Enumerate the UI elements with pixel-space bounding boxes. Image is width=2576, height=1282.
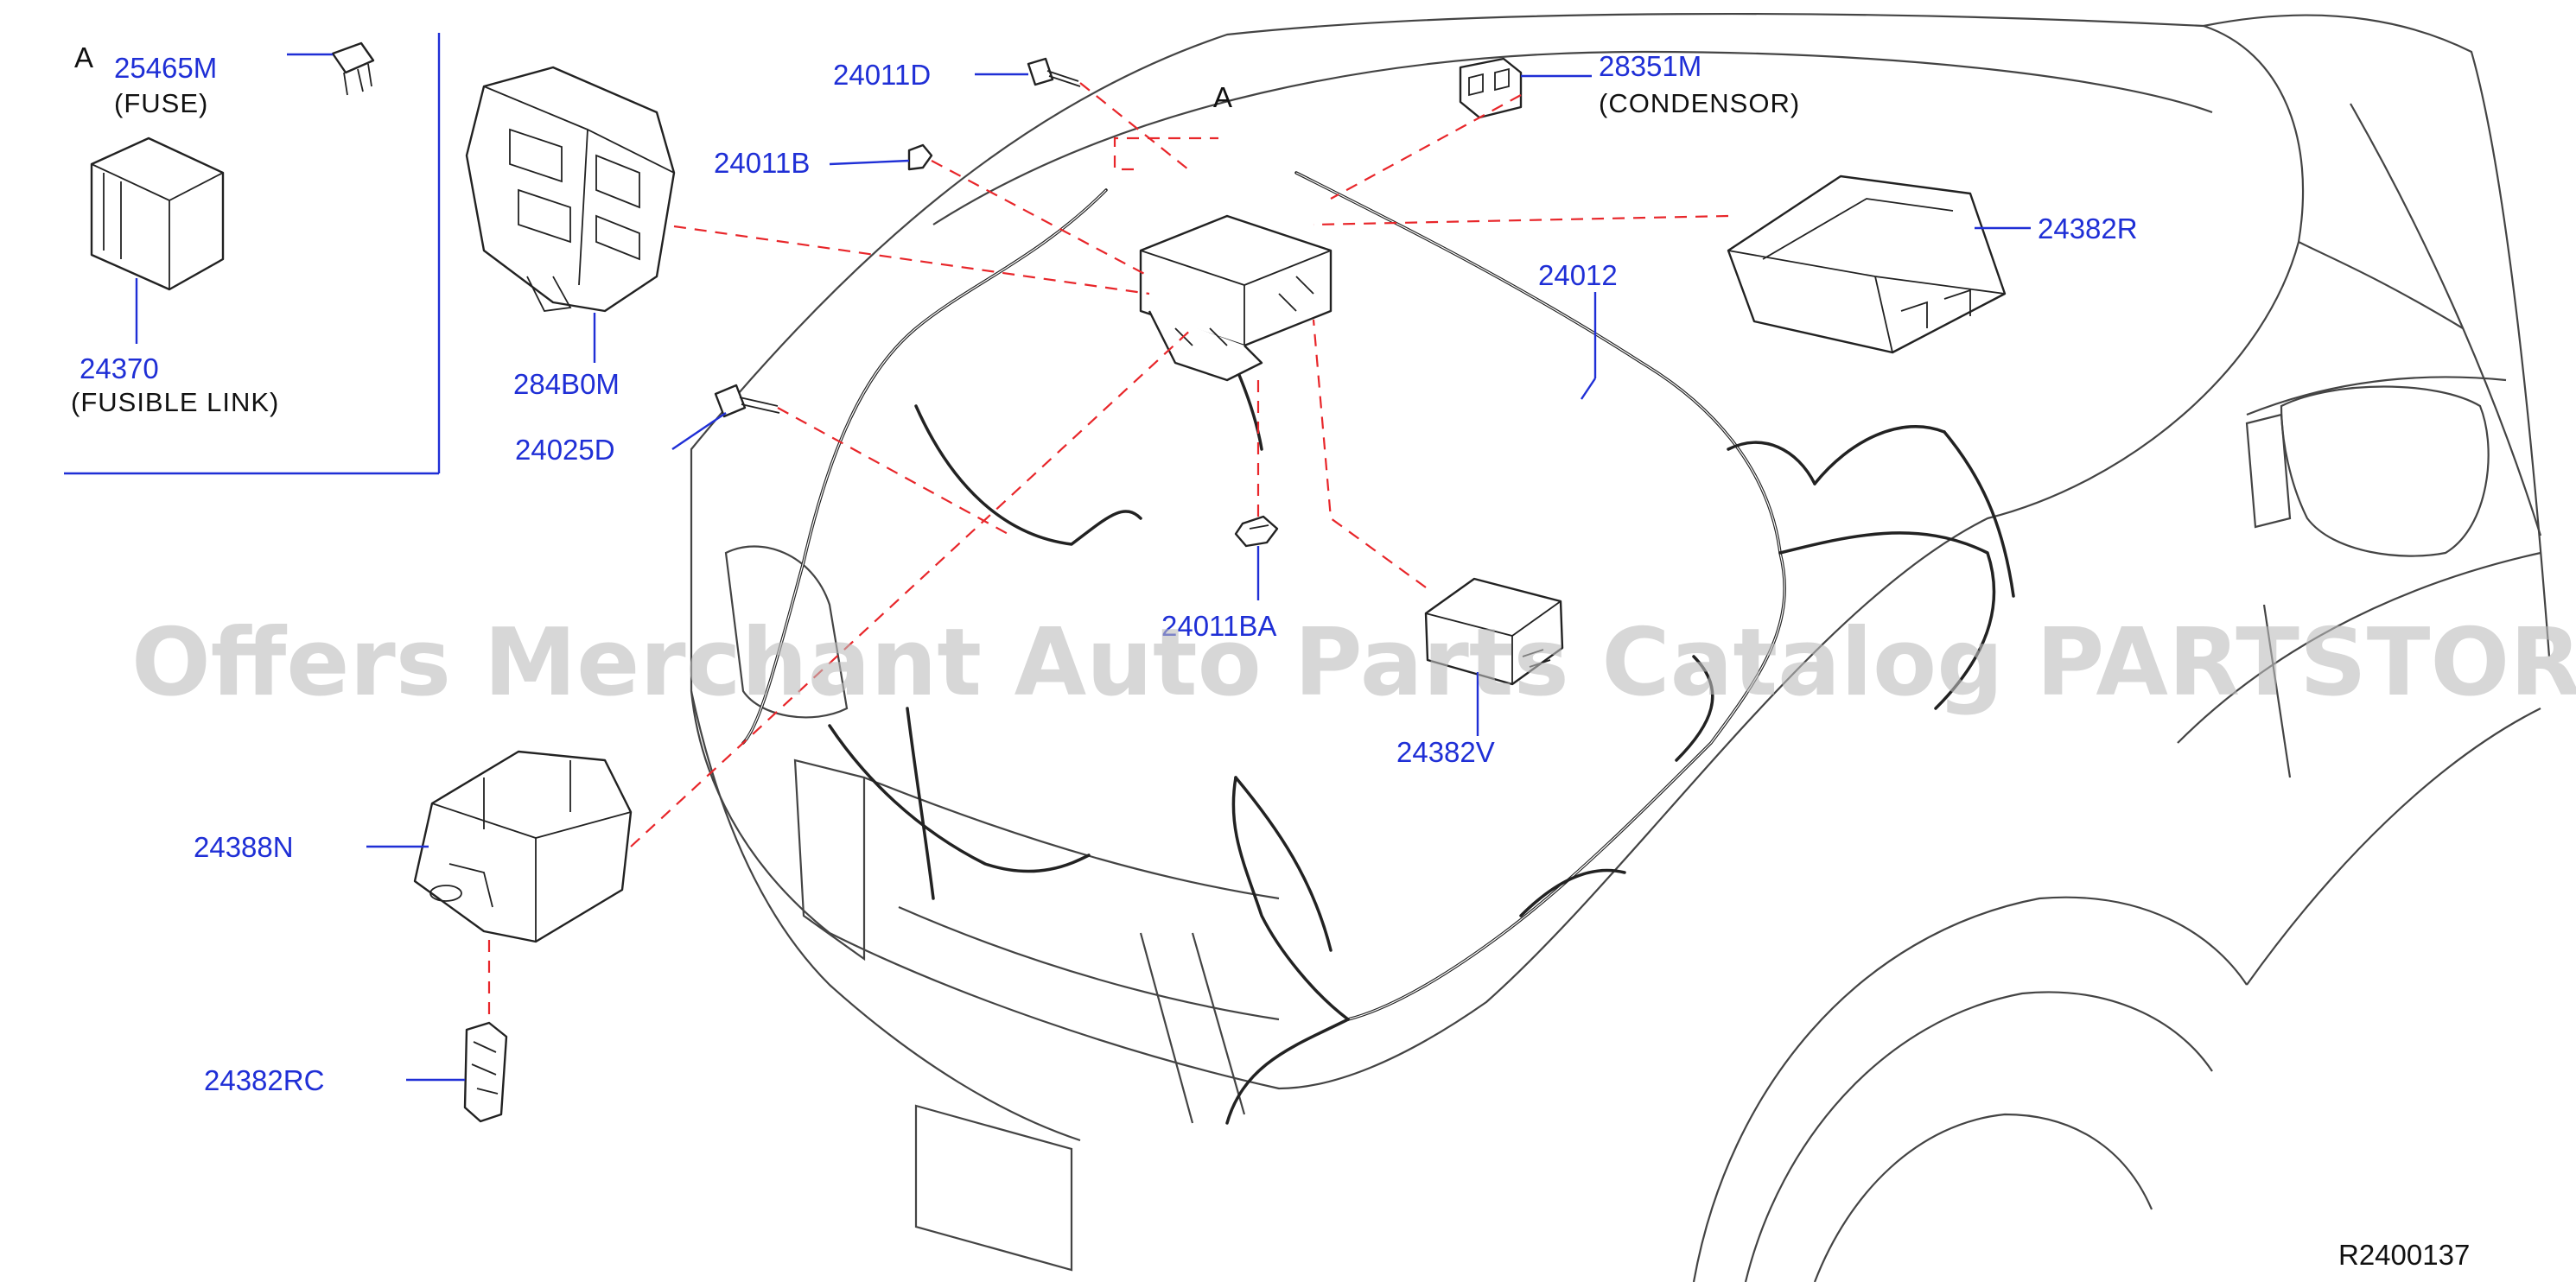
fusible-link-24370-drawing [90,136,225,344]
bracket-24382v-drawing [1424,577,1564,736]
engine-room-harness [741,171,2015,1125]
fuse-relay-box-assembled [1139,214,1333,382]
watermark-text: Offers Merchant Auto Parts Catalog PARTS… [131,609,2576,717]
nut-24011b-drawing [829,143,933,171]
fuse-25465m-drawing [287,41,375,96]
part-number-25465m[interactable]: 25465M [114,52,217,84]
diagram-reference-code: R2400137 [2338,1239,2470,1271]
harness-24012-pointer [1581,292,1597,400]
bracket-24382r-drawing [1727,175,2031,354]
bolt-24011d-drawing [975,57,1081,87]
inset-frame [64,33,441,475]
clip-24382rc-drawing [406,1021,508,1123]
assembly-reference-lines [487,82,1729,1023]
part-number-28351m[interactable]: 28351M [1599,50,1701,82]
battery-tray-24388n-drawing [366,750,633,943]
part-desc-24370: (FUSIBLE LINK) [71,387,279,417]
relay-box-284b0m-drawing [465,66,676,363]
part-number-284b0m[interactable]: 284B0M [513,368,620,400]
harness-marker-label: A [1213,81,1232,113]
part-number-24011d[interactable]: 24011D [833,59,931,91]
part-number-24388n[interactable]: 24388N [194,831,294,863]
part-number-24382r[interactable]: 24382R [2038,213,2138,244]
vehicle-body-outline [690,12,2551,1282]
part-number-24370[interactable]: 24370 [80,352,159,384]
bolt-24025d-drawing [671,384,780,450]
inset-marker-label: A [74,41,93,73]
part-desc-28351m: (CONDENSOR) [1599,88,1800,118]
part-desc-25465m: (FUSE) [114,88,208,118]
part-number-24012[interactable]: 24012 [1538,259,1618,291]
part-number-24025d[interactable]: 24025D [515,434,615,466]
part-number-24011b[interactable]: 24011B [714,147,810,179]
condensor-28351m-drawing [1459,57,1592,119]
part-number-24382rc[interactable]: 24382RC [204,1064,324,1096]
nut-24011ba-drawing [1234,515,1279,600]
part-number-24011ba[interactable]: 24011BA [1161,610,1276,642]
part-number-24382v[interactable]: 24382V [1396,736,1495,768]
